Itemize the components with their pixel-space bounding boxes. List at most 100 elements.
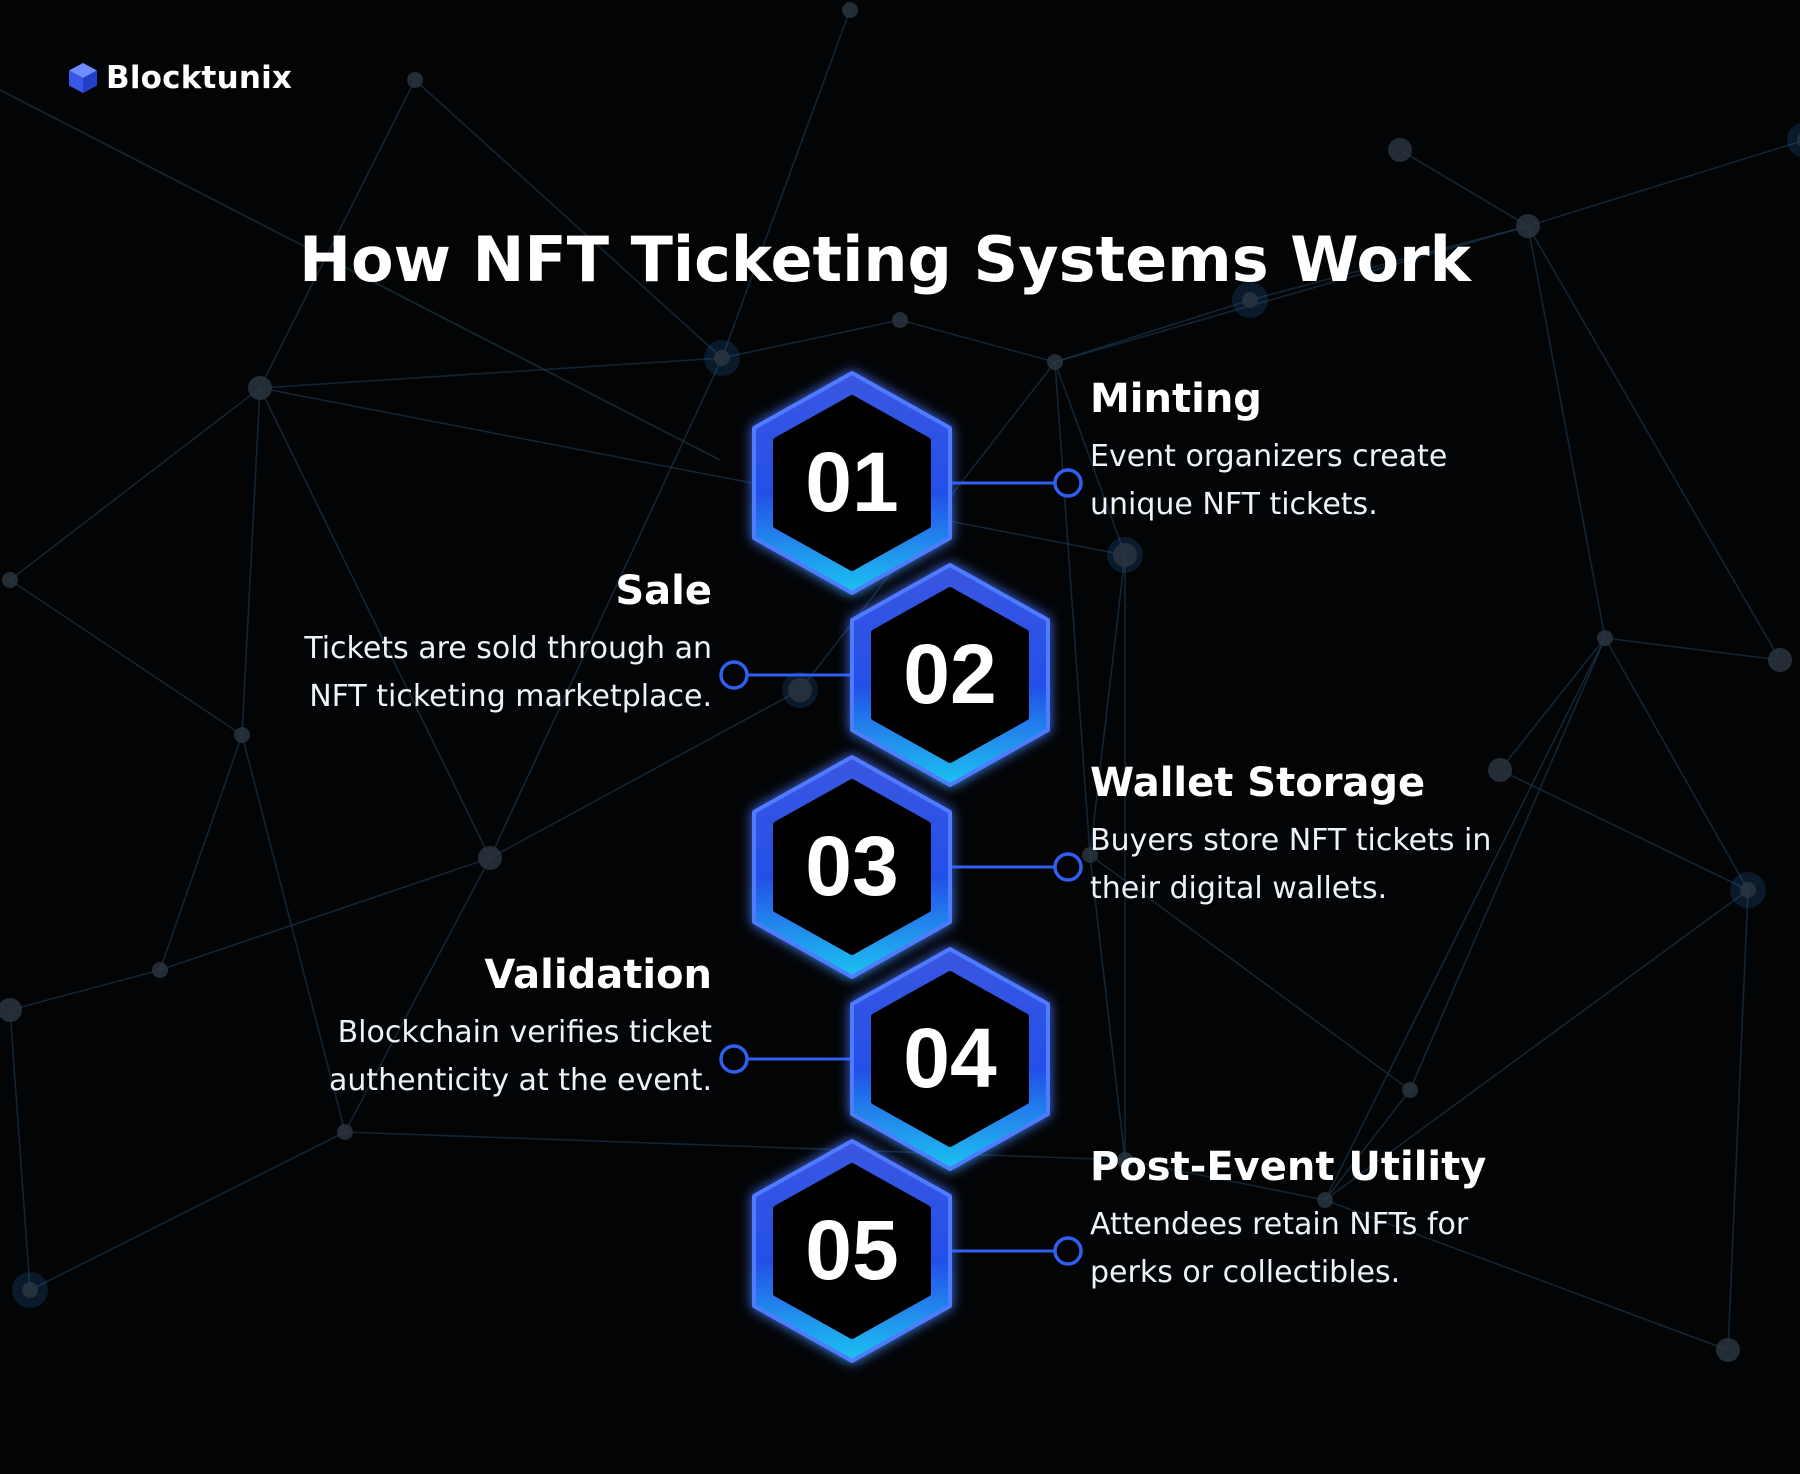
network-line [1604,637,1749,891]
page-title: How NFT Ticketing Systems Work [299,223,1471,296]
step-description-line: their digital wallets. [1090,871,1388,906]
network-line [721,319,901,359]
network-line [1054,361,1126,556]
network-node [788,678,812,702]
step-title: Minting [1090,376,1262,422]
network-line [29,1131,346,1291]
step-number: 02 [903,627,996,721]
network-line [1089,854,1411,1091]
network-line [1054,225,1529,363]
network-line [241,734,346,1133]
step-number: 03 [805,819,898,913]
step-description-line: Blockchain verifies ticket [337,1015,712,1050]
network-node [842,2,858,18]
network-line [9,969,161,1011]
step-hexagon-inner [773,779,931,955]
step-title: Sale [615,568,712,614]
step-number: 05 [805,1203,898,1297]
step-title: Validation [484,952,712,998]
network-line [1604,637,1781,661]
network-node [2,572,18,588]
network-line [1249,225,1529,301]
network-line [241,387,261,736]
network-line [721,9,851,359]
step-description-line: authenticity at the event. [328,1063,712,1098]
network-node [152,962,168,978]
network-node [892,312,908,328]
step-hexagon-inner [871,971,1029,1147]
brand-name: Blocktunix [106,60,293,96]
network-line [259,387,491,859]
connector-node [1053,852,1083,882]
connector-node [1053,1236,1083,1266]
network-line [1089,854,1126,1161]
network-line [1089,554,1126,856]
network-node [234,727,250,743]
step-description-line: Attendees retain NFTs for [1090,1207,1469,1242]
network-node [0,998,22,1022]
network-node [1740,882,1756,898]
network-node [1402,1082,1418,1098]
network-node [22,1282,38,1298]
network-line [9,1009,31,1291]
step-description-line: Event organizers create [1090,439,1448,474]
network-line [1324,1199,1729,1351]
network-line [259,79,416,389]
step-hexagon-inner [871,587,1029,763]
network-line [1727,889,1749,1351]
network-line [259,357,723,389]
network-node [1716,1338,1740,1362]
network-node [1768,648,1792,672]
network-node [337,1124,353,1140]
step-hexagon-inner [773,395,931,571]
network-line [9,579,243,736]
step-5: 05 [752,1139,1083,1363]
cube-icon [69,63,97,93]
step-description-line: unique NFT tickets. [1090,487,1378,522]
step-description-line: Tickets are sold through an [304,631,712,666]
network-line [489,689,801,859]
step-1: 01 [752,371,1083,595]
step-description-line: NFT ticketing marketplace. [309,679,712,714]
network-line [344,1131,1126,1161]
step-2: 02 [719,563,1050,787]
step-number: 04 [903,1011,997,1105]
network-node [407,72,423,88]
network-node [248,376,272,400]
network-line [159,734,243,971]
connector-node [1053,468,1083,498]
network-node [1597,630,1613,646]
network-line [1324,637,1606,1201]
network-line [1054,361,1091,856]
network-node [1388,138,1412,162]
network-line [1324,889,1749,1201]
network-node [1113,543,1137,567]
connector-node [719,660,749,690]
network-line [1054,299,1251,363]
network-line [159,857,491,971]
step-number: 01 [805,435,898,529]
network-line [9,387,261,581]
network-line [899,319,1056,363]
network-node [714,350,730,366]
network-line [1499,637,1606,771]
network-line [344,857,491,1133]
step-description-line: perks or collectibles. [1090,1255,1401,1290]
step-description-line: Buyers store NFT tickets in [1090,823,1492,858]
network-line [1499,769,1749,891]
step-4: 04 [719,947,1050,1171]
connector-node [719,1044,749,1074]
network-line [1409,637,1606,1091]
network-line [1527,225,1781,661]
step-title: Wallet Storage [1090,760,1426,806]
network-node [1488,758,1512,782]
network-node [1317,1192,1333,1208]
network-line [1124,1159,1326,1201]
